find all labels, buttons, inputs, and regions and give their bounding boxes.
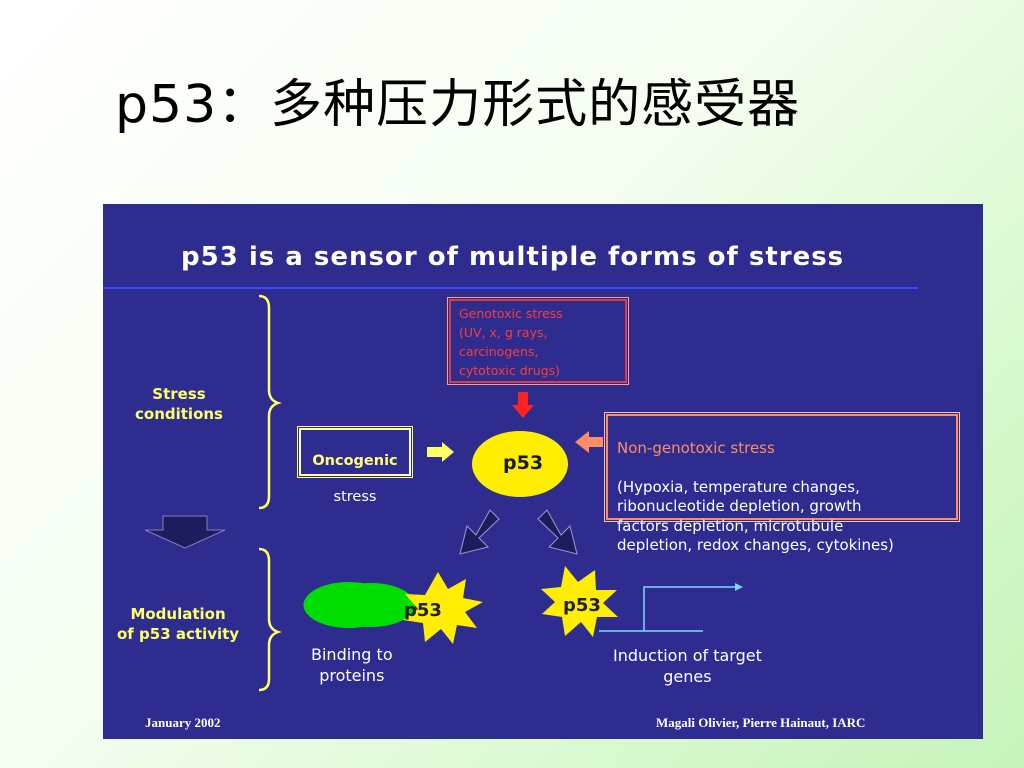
gene-arrow-head [735,583,743,591]
footer-authors: Magali Olivier, Pierre Hainaut, IARC [656,715,866,730]
non-genotoxic-title: Non-genotoxic stress [617,438,775,457]
p53-binding-label: p53 [404,600,442,621]
star-binding [403,572,483,644]
diagram-panel: p53 is a sensor of multiple forms of str… [103,204,983,739]
section-down-arrow [144,515,226,549]
oncogenic-stress-box: Oncogenic stress [297,426,413,505]
arrow-down-left [459,509,500,555]
stress-conditions-label: Stress conditions [135,385,223,423]
p53-ellipse [472,431,568,497]
p53-induction-label: p53 [563,595,601,616]
oncogenic-title: Oncogenic [312,453,398,469]
p53-center-label: p53 [503,452,544,474]
oncogenic-arrow [427,442,454,462]
diagram-graphics [103,287,918,692]
non-genotoxic-details: (Hypoxia, temperature changes, ribonucle… [617,477,894,555]
star-induction [541,566,618,637]
modulation-label: Modulation of p53 activity [117,605,240,643]
nongenotoxic-arrow [575,431,603,453]
non-genotoxic-stress-box: Non-genotoxic stress (Hypoxia, temperatu… [604,412,960,554]
binding-to-proteins-label: Binding to proteins [311,645,393,685]
induction-of-target-genes-label: Induction of target genes [613,646,762,686]
arrow-down-right [537,509,578,555]
brace-stress [258,294,282,510]
footer-date: January 2002 [145,715,221,730]
genotoxic-arrow [512,392,534,418]
diagram-heading: p53 is a sensor of multiple forms of str… [181,242,845,272]
oncogenic-subtitle: stress [333,489,377,505]
slide-title: p53：多种压力形式的感受器 [115,75,801,135]
genotoxic-stress-box: Genotoxic stress (UV, x, g rays, carcino… [447,297,629,385]
brace-modulation [258,547,282,692]
gene-arrow-line [643,586,735,631]
